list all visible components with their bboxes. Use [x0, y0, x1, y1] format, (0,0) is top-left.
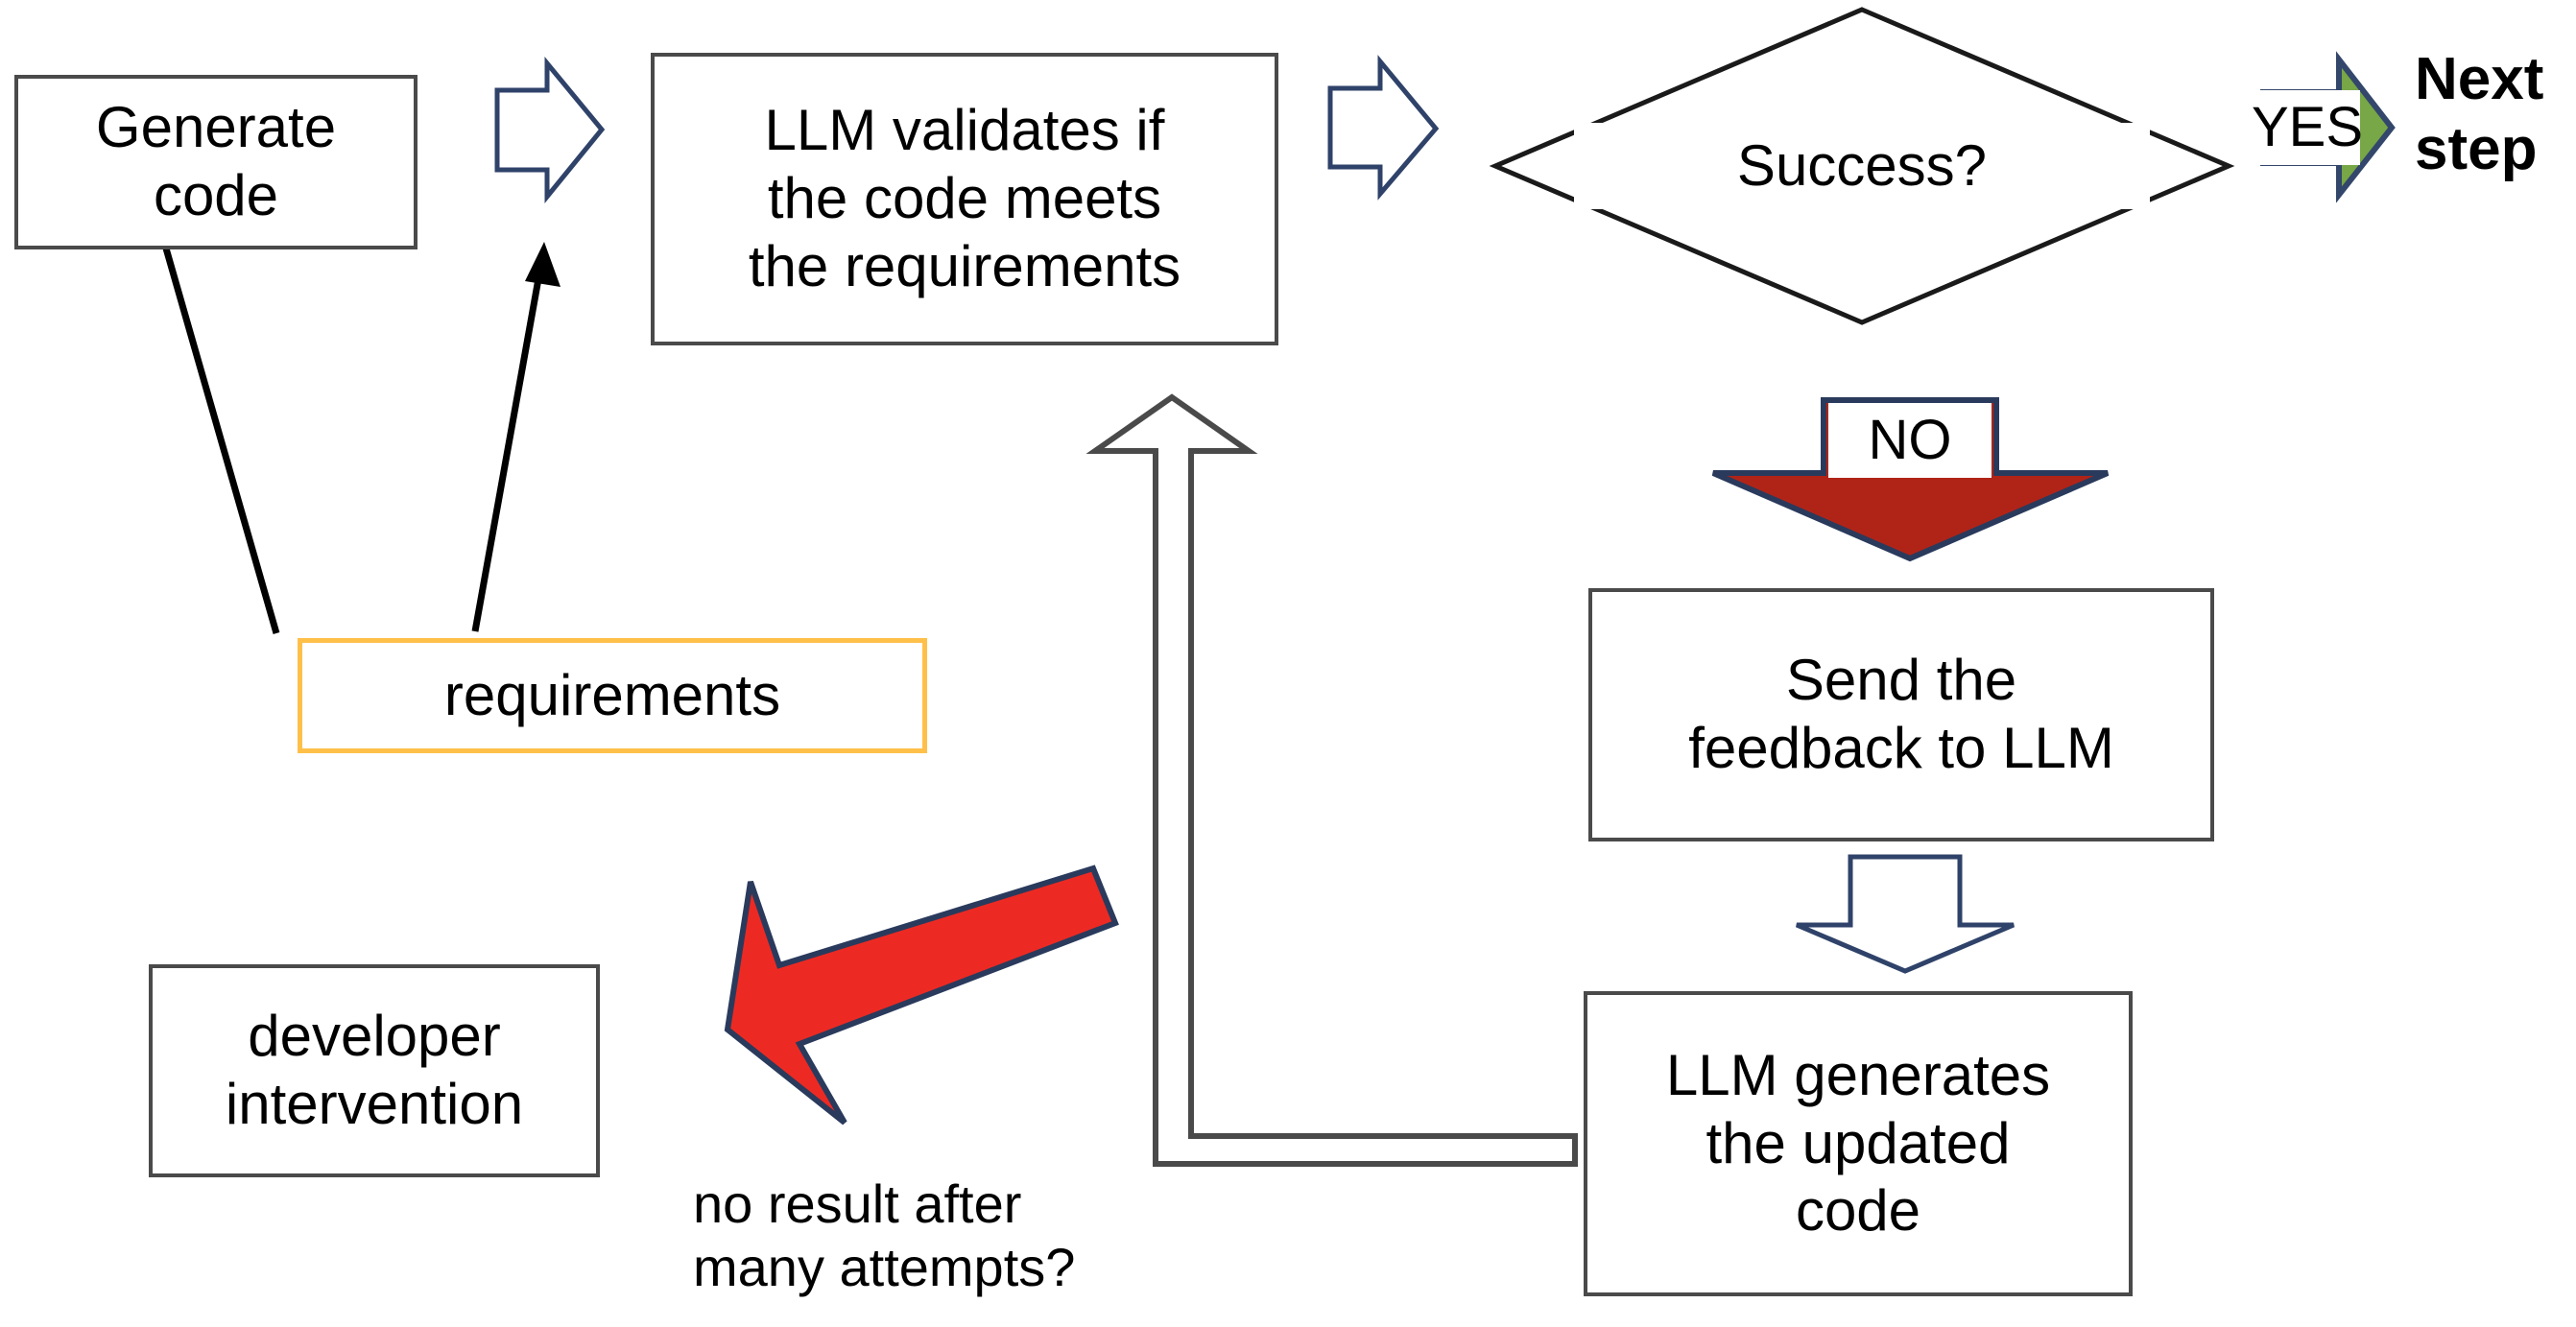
label-no-result-after-many-attempts: no result after many attempts?: [693, 1173, 1076, 1298]
hollow-block-arrow-down-icon: [1796, 854, 2015, 974]
node-llm-generates-updated-code[interactable]: LLM generates the updated code: [1584, 991, 2133, 1296]
node-llm-validates[interactable]: LLM validates if the code meets the requ…: [651, 53, 1278, 345]
node-send-feedback[interactable]: Send the feedback to LLM: [1588, 588, 2214, 841]
requirements-to-llm-validates-arrow: [471, 242, 561, 632]
node-next-step[interactable]: Next step: [2415, 46, 2544, 183]
hollow-block-arrow-right-icon-1: [494, 57, 606, 204]
feedback-elbow-arrow-icon: [1085, 393, 1578, 1167]
hollow-block-arrow-right-icon-2: [1327, 55, 1440, 201]
node-generate-code[interactable]: Generate code: [14, 75, 417, 249]
yes-label: YES: [2252, 90, 2363, 165]
node-developer-intervention[interactable]: developer intervention: [149, 964, 600, 1177]
red-bent-arrow-icon: [724, 865, 1119, 1126]
node-requirements[interactable]: requirements: [298, 638, 927, 753]
decision-label-success: Success?: [1574, 123, 2150, 209]
no-label: NO: [1828, 403, 1992, 478]
